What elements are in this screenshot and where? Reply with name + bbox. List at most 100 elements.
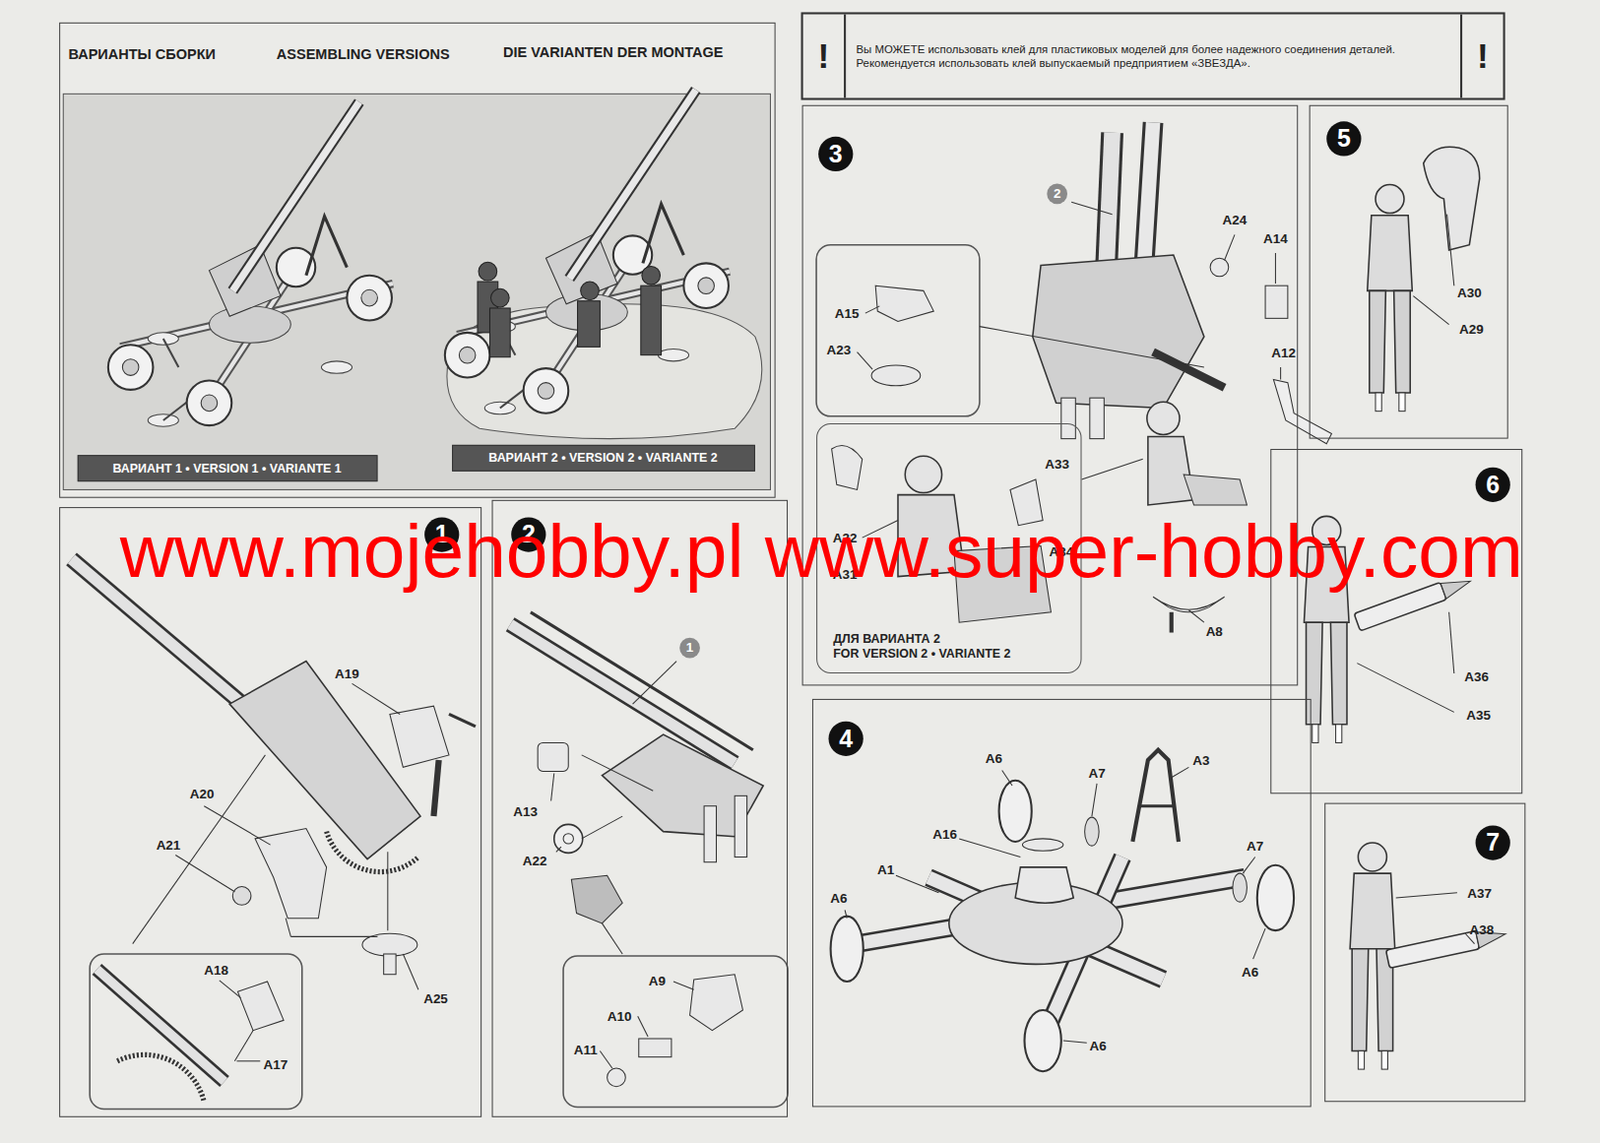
- drawing-circle: [580, 281, 600, 301]
- step-number: 3: [829, 141, 843, 167]
- part-label: A7: [1088, 765, 1105, 781]
- drawing-path: [1148, 437, 1195, 506]
- drawing-line: [290, 936, 378, 938]
- drawing-ellipse: [1024, 1010, 1061, 1072]
- exclamation: !: [1476, 36, 1489, 76]
- part-number-circle: 2: [1046, 184, 1068, 205]
- panel-title: ASSEMBLING VERSIONS: [276, 46, 450, 64]
- drawing-line: [896, 875, 940, 894]
- part-label: A25: [423, 990, 448, 1007]
- drawing-rect: [640, 285, 662, 355]
- step-node: 5: [1309, 105, 1509, 440]
- part-label: A30: [1457, 284, 1482, 301]
- drawing-line: [844, 909, 847, 918]
- drawing-line: [1082, 458, 1144, 480]
- step-number-circle: 6: [1475, 467, 1511, 503]
- drawing-rect: [704, 806, 716, 863]
- drawing-path: [326, 832, 419, 873]
- drawing-use: [108, 102, 393, 428]
- drawing-rect: [63, 93, 770, 490]
- part-label: A17: [262, 1056, 288, 1073]
- drawing-line: [1356, 663, 1454, 713]
- drawing-line: [1242, 857, 1255, 875]
- part-label: A20: [190, 786, 215, 803]
- part-label: A12: [1271, 344, 1296, 361]
- drawing-circle: [904, 455, 942, 493]
- part-label: A6: [830, 890, 847, 906]
- drawing-line: [865, 306, 881, 314]
- part-label: A13: [512, 803, 538, 820]
- drawing-g: [477, 261, 662, 357]
- drawing-line: [96, 969, 225, 1083]
- drawing-line: [1447, 214, 1455, 287]
- drawing-circle: [490, 288, 510, 308]
- part-label: A3: [1192, 752, 1210, 768]
- drawing-use: [445, 89, 730, 415]
- drawing-ellipse: [1085, 817, 1100, 846]
- part-label: A23: [827, 341, 852, 358]
- part-label: A14: [1263, 230, 1288, 247]
- part-label: A9: [648, 972, 666, 989]
- drawing-rect: [384, 954, 396, 975]
- drawing-line: [1169, 612, 1174, 634]
- drawing-polygon: [389, 705, 449, 768]
- drawing-polygon: [1032, 255, 1205, 408]
- drawing-g: [132, 683, 419, 1061]
- warning-note: Рекомендуется использовать клей выпускае…: [855, 56, 1450, 71]
- drawing-path: [1015, 867, 1074, 903]
- drawing-ellipse: [831, 916, 864, 982]
- warning-note: Вы МОЖЕТЕ использовать клей для пластико…: [855, 41, 1450, 57]
- banner-node: ВАРИАНТ 1 • VERSION 1 • VARIANTE 1: [76, 454, 378, 482]
- exclamation: !: [817, 36, 830, 76]
- drawing-line: [203, 806, 270, 845]
- drawing-rect: [563, 956, 788, 1107]
- version-label: ВАРИАНТ 1 • VERSION 1 • VARIANTE 1: [112, 460, 341, 476]
- drawing-rect: [89, 954, 303, 1110]
- part-label: A38: [1469, 921, 1494, 938]
- step-number-circle: 5: [1326, 121, 1361, 156]
- version-label: ВАРИАНТ 2 • VERSION 2 • VARIANTE 2: [488, 450, 717, 466]
- drawing-line: [1071, 201, 1112, 214]
- warning-mark: !: [803, 14, 847, 99]
- warning-mark: !: [1460, 14, 1504, 99]
- drawing-line: [638, 1016, 648, 1037]
- drawing-line: [1063, 1040, 1088, 1043]
- drawing-line: [448, 713, 476, 726]
- part-label: A24: [1222, 211, 1248, 228]
- drawing-line: [857, 352, 874, 371]
- part-label: A22: [522, 852, 548, 869]
- drawing-circle: [1210, 257, 1229, 277]
- drawing-line: [673, 981, 695, 990]
- part-label: A6: [1241, 963, 1259, 980]
- drawing-rect: [577, 301, 601, 348]
- drawing-path: [832, 446, 863, 491]
- inset-caption: ДЛЯ ВАРИАНТА 2FOR VERSION 2 • VARIANTE 2: [832, 631, 1011, 662]
- part-label: A16: [932, 826, 958, 842]
- part-label: A11: [574, 1041, 598, 1058]
- warning-text: Вы МОЖЕТЕ использовать клей для пластико…: [845, 14, 1461, 99]
- drawing-line: [581, 755, 654, 791]
- banner-node: ВАРИАНТ 2 • VERSION 2 • VARIANTE 2: [451, 444, 756, 471]
- drawing-line: [1140, 804, 1174, 808]
- drawing-ellipse: [1232, 873, 1248, 902]
- panel-title: ВАРИАНТЫ СБОРКИ: [67, 46, 216, 64]
- part-label: A7: [1246, 837, 1264, 854]
- part-label: A35: [1466, 706, 1491, 723]
- drawing-ellipse: [1022, 838, 1063, 851]
- drawing-circle: [554, 824, 583, 853]
- drawing-rect: [734, 795, 747, 857]
- drawing-line: [979, 326, 1205, 368]
- drawing-line: [599, 1050, 612, 1069]
- drawing-line: [1171, 767, 1190, 777]
- drawing-line: [1224, 234, 1235, 260]
- part-label: A15: [834, 305, 860, 321]
- drawing-path: [1273, 380, 1332, 445]
- drawing-circle: [607, 1068, 627, 1088]
- part-label: A8: [1206, 623, 1223, 640]
- drawing-rect: [489, 308, 511, 358]
- part-label: A6: [985, 750, 1003, 767]
- drawing-polygon: [229, 661, 421, 860]
- drawing-line: [1091, 783, 1097, 817]
- step-node: 1: [59, 507, 482, 1118]
